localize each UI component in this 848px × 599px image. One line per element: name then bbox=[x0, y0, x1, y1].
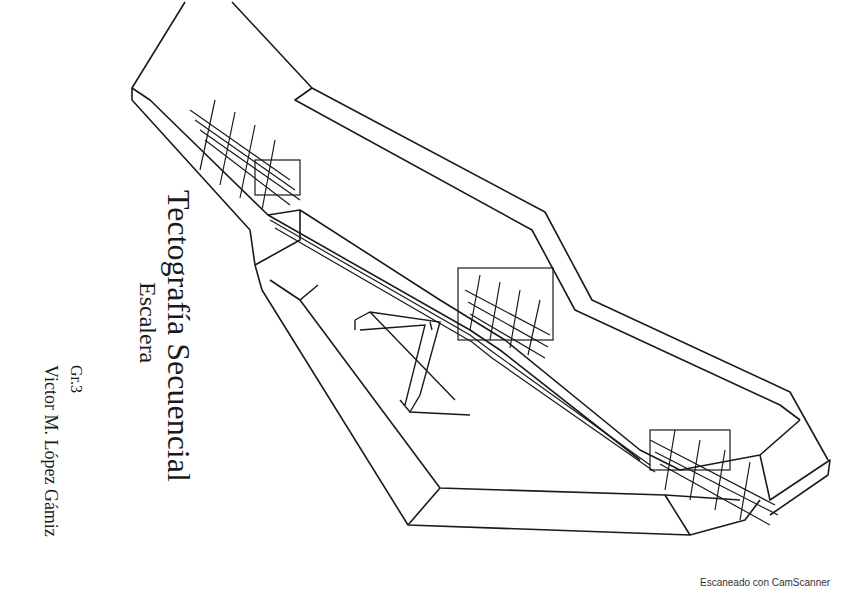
slab-edge bbox=[132, 2, 800, 470]
rebar-bars bbox=[650, 430, 778, 525]
title-text: Tectografía Secuencial bbox=[163, 190, 195, 482]
slab-edge bbox=[760, 455, 830, 515]
truss-members bbox=[355, 312, 470, 415]
support-truss bbox=[355, 312, 470, 415]
watermark-text: Escaneado con CamScanner bbox=[700, 578, 830, 588]
foundation-edge bbox=[255, 265, 760, 535]
rebar-bars bbox=[190, 100, 300, 210]
foundation-edge bbox=[270, 280, 740, 500]
foundation-edge bbox=[408, 488, 440, 525]
foundation-edge bbox=[665, 495, 690, 535]
stair-outline bbox=[132, 2, 830, 535]
rebar-stirrup bbox=[650, 430, 730, 470]
slab-edge bbox=[268, 215, 640, 460]
slab-edge bbox=[295, 88, 800, 420]
rebar bbox=[190, 100, 778, 525]
rebar-stirrup bbox=[255, 160, 300, 195]
foundation-edge bbox=[300, 285, 318, 300]
rebar-bars bbox=[465, 275, 550, 358]
slab-edge bbox=[255, 210, 300, 265]
rebar-bars bbox=[270, 220, 655, 472]
subtitle-text: Escalera bbox=[136, 282, 160, 363]
slab-edge bbox=[232, 2, 828, 460]
group-label: Gr.3 bbox=[68, 365, 84, 393]
author-name: Victor M. López Gámiz bbox=[42, 365, 60, 537]
rebar-stirrup bbox=[458, 268, 553, 340]
